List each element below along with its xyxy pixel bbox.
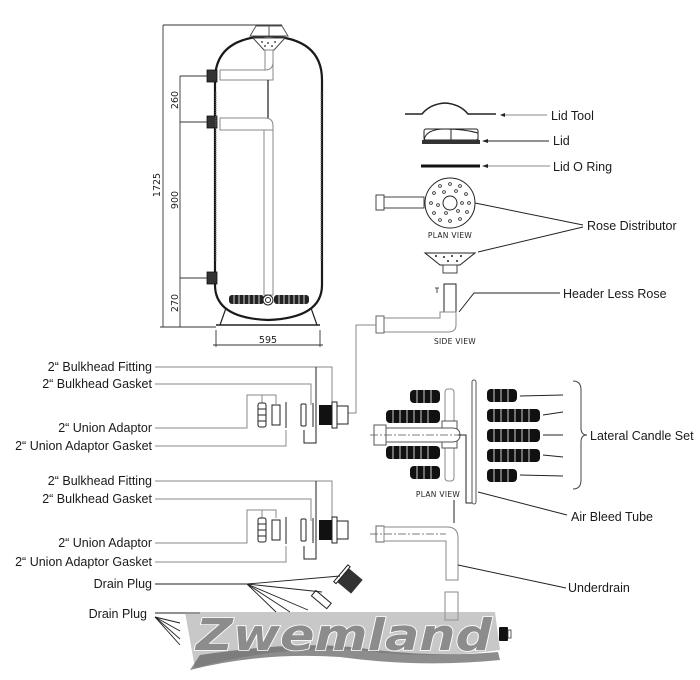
lid-label: Lid — [553, 134, 570, 148]
upper-bulkhead-fitting-label: 2“ Bulkhead Fitting — [48, 360, 152, 374]
zwemland-logo: Zwemland — [185, 609, 512, 670]
filter-tank — [206, 25, 324, 326]
header-less-rose-part — [348, 283, 560, 414]
lid-tool-label: Lid Tool — [551, 109, 594, 123]
rose-plan-view-label: PLAN VIEW — [428, 231, 472, 240]
upper-union-adaptor-gasket-label: 2“ Union Adaptor Gasket — [15, 439, 152, 453]
lid-tool-part — [405, 102, 547, 117]
drain-plug-label-2: Drain Plug — [89, 607, 147, 621]
dimension-upper-spacing: 260 — [170, 91, 181, 109]
dimension-lines — [160, 24, 323, 347]
lid-part — [422, 128, 549, 144]
lateral-candle-set-label: Lateral Candle Set — [590, 429, 694, 443]
air-bleed-tube-label: Air Bleed Tube — [571, 510, 653, 524]
lateral-candles — [487, 380, 588, 490]
upper-bulkhead-gasket-label: 2“ Bulkhead Gasket — [42, 377, 152, 391]
rose-distributor-plan — [375, 177, 476, 229]
lid-o-ring-label: Lid O Ring — [553, 160, 612, 174]
rose-distributor-side — [423, 252, 477, 274]
side-view-label: SIDE VIEW — [434, 337, 476, 346]
lower-bulkhead-fitting-label: 2“ Bulkhead Fitting — [48, 474, 152, 488]
lower-union-adaptor-label: 2“ Union Adaptor — [58, 536, 152, 550]
upper-fitting-group — [155, 366, 349, 447]
lateral-plan-view — [370, 379, 477, 505]
air-bleed-tube-leader — [477, 491, 568, 516]
drain-plug-parts — [154, 564, 363, 646]
lower-bulkhead-gasket-label: 2“ Bulkhead Gasket — [42, 492, 152, 506]
dimension-middle-spacing: 900 — [170, 191, 181, 209]
rose-distributor-leaders — [474, 202, 584, 253]
rose-distributor-label: Rose Distributor — [587, 219, 677, 233]
dimension-lower-spacing: 270 — [170, 294, 181, 312]
lateral-plan-view-label: PLAN VIEW — [416, 490, 460, 499]
dimension-total-height: 1725 — [152, 173, 163, 197]
drain-plug-label-1: Drain Plug — [94, 577, 152, 591]
lid-o-ring-part — [421, 164, 550, 168]
zwemland-logo-text: Zwemland — [194, 610, 493, 661]
underdrain-label: Underdrain — [568, 581, 630, 595]
lower-union-adaptor-gasket-label: 2“ Union Adaptor Gasket — [15, 555, 152, 569]
lower-fitting-group — [155, 480, 349, 563]
header-less-rose-label: Header Less Rose — [563, 287, 667, 301]
underdrain-part — [370, 500, 567, 621]
upper-union-adaptor-label: 2“ Union Adaptor — [58, 421, 152, 435]
dimension-width: 595 — [259, 335, 277, 346]
